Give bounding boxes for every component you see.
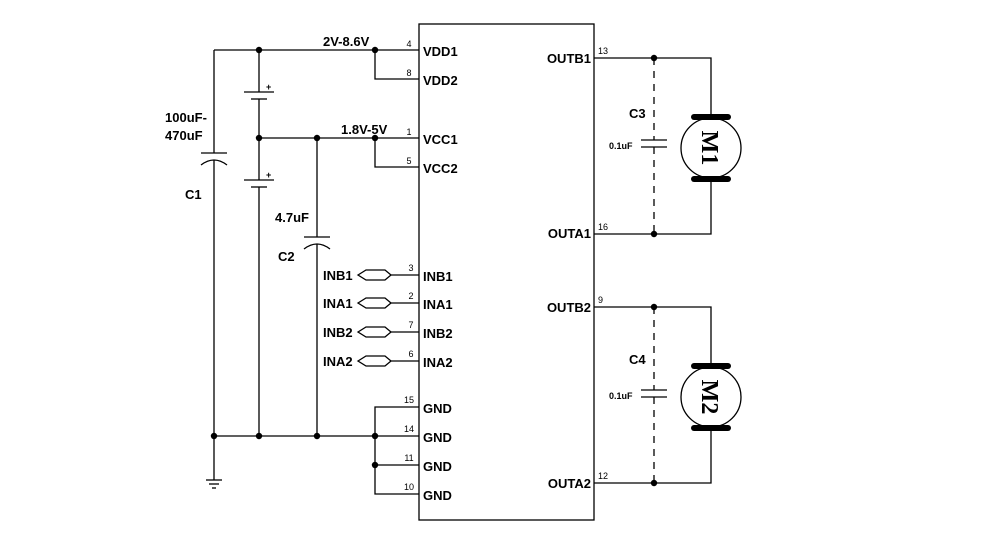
pin-label-gnd14: GND	[423, 430, 452, 445]
c1-name: C1	[185, 187, 202, 202]
pin-label-gnd11: GND	[423, 459, 452, 474]
input-inb2: INB2 7 INB2	[323, 320, 453, 341]
ina2-net-label: INA2	[323, 354, 353, 369]
pin-num-vdd1: 4	[406, 39, 411, 49]
ground-icon	[206, 479, 222, 489]
pin-label-vdd1: VDD1	[423, 44, 458, 59]
pin-label-vdd2: VDD2	[423, 73, 458, 88]
capacitor-c2: 4.7uF C2	[275, 138, 331, 436]
pin-num-vcc2: 5	[406, 156, 411, 166]
junction-dots	[210, 46, 658, 487]
pin-label-gnd10: GND	[423, 488, 452, 503]
battery-plus-2: +	[266, 170, 271, 180]
c3-name: C3	[629, 106, 646, 121]
motor-m2-label: M2	[696, 380, 722, 415]
capacitor-c1: 100uF- 470uF C1	[165, 50, 228, 480]
input-port-icon	[356, 269, 393, 281]
pin-num-ina2: 6	[408, 349, 413, 359]
pin-num-outa2: 12	[598, 471, 608, 481]
pin-num-outb1: 13	[598, 46, 608, 56]
input-port-icon	[356, 326, 393, 338]
motor-2-circuit: OUTB2 OUTA2 9 12 C4 0.1uF M2	[547, 295, 742, 491]
pin-label-vcc2: VCC2	[423, 161, 458, 176]
motor-1-circuit: OUTB1 OUTA1 13 16 C3 0.1uF M1	[547, 46, 742, 241]
c2-value: 4.7uF	[275, 210, 309, 225]
input-ina2: INA2 6 INA2	[323, 349, 453, 370]
pin-num-gnd10: 10	[404, 482, 414, 492]
pin-num-vdd2: 8	[406, 68, 411, 78]
motor-m1-icon: M1	[680, 114, 742, 182]
pin-label-ina2: INA2	[423, 355, 453, 370]
c1-value-1: 100uF-	[165, 110, 207, 125]
pin-num-inb1: 3	[408, 263, 413, 273]
c1-value-2: 470uF	[165, 128, 203, 143]
pin-num-inb2: 7	[408, 320, 413, 330]
input-port-icon	[356, 355, 393, 367]
pin-label-gnd15: GND	[423, 401, 452, 416]
pin-num-vcc1: 1	[406, 127, 411, 137]
pin-label-outa1: OUTA1	[548, 226, 591, 241]
vcc-net: 1.8V-5V 1 5 VCC1 VCC2	[259, 122, 458, 176]
pin-num-outb2: 9	[598, 295, 603, 305]
pin-label-outb1: OUTB1	[547, 51, 591, 66]
pin-num-gnd14: 14	[404, 424, 414, 434]
c3-value: 0.1uF	[609, 141, 633, 151]
ina1-net-label: INA1	[323, 296, 353, 311]
gnd-net: 15 14 11 10 GND GND GND GND	[214, 395, 452, 503]
pin-num-outa1: 16	[598, 222, 608, 232]
vcc-range-label: 1.8V-5V	[341, 122, 388, 137]
inb2-net-label: INB2	[323, 325, 353, 340]
pin-label-outb2: OUTB2	[547, 300, 591, 315]
c4-value: 0.1uF	[609, 391, 633, 401]
pin-label-inb2: INB2	[423, 326, 453, 341]
pin-label-ina1: INA1	[423, 297, 453, 312]
vdd-net: 2V-8.6V 4 8 VDD1 VDD2	[214, 34, 458, 88]
inb1-net-label: INB1	[323, 268, 353, 283]
vdd-range-label: 2V-8.6V	[323, 34, 370, 49]
input-port-icon	[356, 297, 393, 309]
c4-name: C4	[629, 352, 646, 367]
pin-label-inb1: INB1	[423, 269, 453, 284]
pin-label-vcc1: VCC1	[423, 132, 458, 147]
motor-m2-icon: M2	[680, 363, 742, 431]
input-ina1: INA1 2 INA1	[323, 291, 453, 312]
pin-num-ina1: 2	[408, 291, 413, 301]
battery-stack: + +	[244, 50, 274, 436]
driver-ic	[418, 23, 595, 521]
c2-name: C2	[278, 249, 295, 264]
input-inb1: INB1 3 INB1	[323, 263, 453, 284]
pin-num-gnd11: 11	[404, 453, 413, 463]
motor-m1-label: M1	[696, 131, 722, 166]
pin-label-outa2: OUTA2	[548, 476, 591, 491]
battery-plus-1: +	[266, 82, 271, 92]
pin-num-gnd15: 15	[404, 395, 414, 405]
